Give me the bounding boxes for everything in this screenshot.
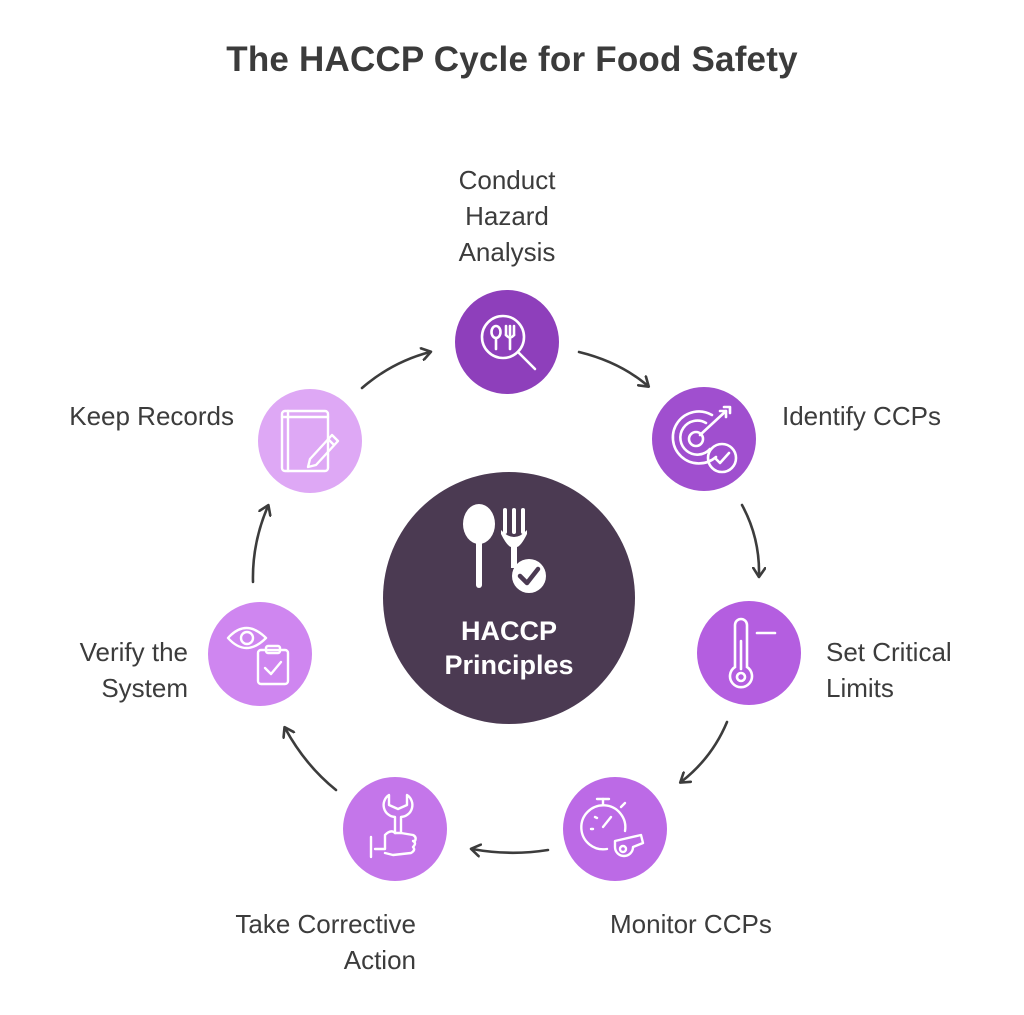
center-label-line1: HACCP xyxy=(460,616,557,646)
arrow-step7-to-step1 xyxy=(360,352,430,390)
arrow-step2-to-step3 xyxy=(740,503,759,576)
stopwatch-whistle-icon xyxy=(580,797,645,858)
step-node-keep-records xyxy=(258,389,362,493)
step-node-identify-ccps xyxy=(652,387,756,491)
page-title: The HACCP Cycle for Food Safety xyxy=(226,40,798,79)
arrow-step1-to-step2 xyxy=(577,350,648,386)
step-label-line: Conduct xyxy=(458,165,556,195)
arrow-step3-to-step4 xyxy=(681,720,729,782)
step-label-take-corrective-action: Take Corrective Action xyxy=(190,906,416,978)
step-node-conduct-hazard-analysis xyxy=(455,290,559,394)
step-label-line: Take Corrective xyxy=(235,909,416,939)
step-label-line: System xyxy=(101,673,188,703)
eye-clipboard-icon xyxy=(226,626,290,686)
spoon-fork-check-icon xyxy=(463,504,546,593)
step-label-identify-ccps: Identify CCPs xyxy=(782,398,982,434)
step-label-line: Set Critical xyxy=(826,637,952,667)
magnifier-fork-icon xyxy=(480,314,537,371)
wrench-thumb-icon xyxy=(369,793,417,859)
step-node-take-corrective-action xyxy=(343,777,447,881)
step-label-set-critical-limits: Set Critical Limits xyxy=(826,634,1016,706)
step-node-monitor-ccps xyxy=(563,777,667,881)
thermometer-icon xyxy=(728,617,777,689)
step-node-set-critical-limits xyxy=(697,601,801,705)
step-label-line: Monitor CCPs xyxy=(610,909,772,939)
step-label-line: Verify the xyxy=(79,637,188,667)
step-label-line: Limits xyxy=(826,673,894,703)
arrow-step6-to-step7 xyxy=(251,506,268,584)
step-label-verify-the-system: Verify the System xyxy=(30,634,188,706)
step-label-line: Analysis xyxy=(458,237,556,267)
step-node-verify-the-system xyxy=(208,602,312,706)
step-label-monitor-ccps: Monitor CCPs xyxy=(610,906,830,942)
center-circle xyxy=(383,472,635,724)
step-label-line: Identify CCPs xyxy=(782,401,941,431)
step-label-conduct-hazard-analysis: Conduct Hazard Analysis xyxy=(420,162,594,270)
step-label-line: Action xyxy=(343,945,416,975)
target-check-icon xyxy=(671,405,738,474)
step-label-line: Keep Records xyxy=(69,401,234,431)
step-label-keep-records: Keep Records xyxy=(30,398,234,434)
center-label: HACCP Principles xyxy=(383,614,635,682)
arrow-step5-to-step6 xyxy=(285,728,338,792)
notebook-pencil-icon xyxy=(280,409,340,473)
arrow-step4-to-step5 xyxy=(472,849,550,853)
step-label-line: Hazard xyxy=(465,201,549,231)
center-label-line2: Principles xyxy=(444,650,574,680)
